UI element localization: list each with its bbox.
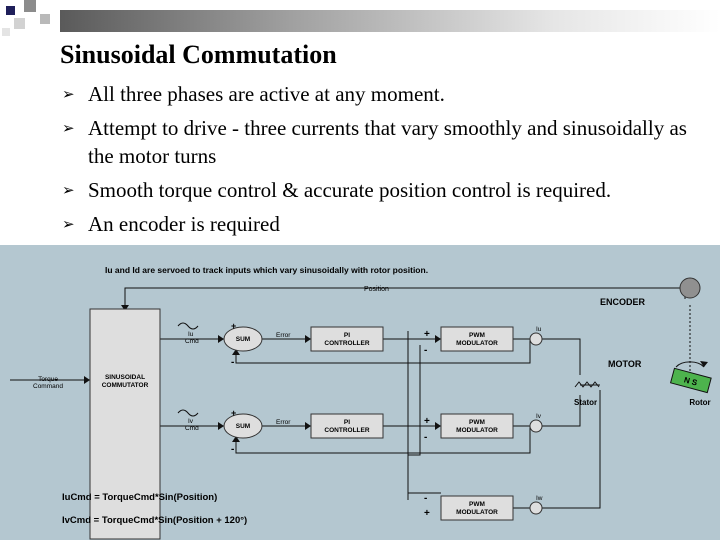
pwm-label-line2: MODULATOR [456,427,498,434]
commutation-diagram: Iu and Id are servoed to track inputs wh… [0,245,720,540]
sum-label: SUM [236,336,250,343]
iv-cmd-label-line2: Cmd [185,425,199,432]
iu-cmd-label-line1: Iu [188,331,194,338]
sinusoidal-commutator-block [89,308,161,540]
error-label: Error [276,332,291,339]
iv-cmd-label-line1: Iv [188,418,194,425]
minus-sign: - [231,444,234,455]
bullet-list: ➢ All three phases are active at any mome… [62,80,712,244]
pi-controller-block-v [310,413,384,439]
torque-command-label-line2: Command [33,383,63,390]
pi-label-line2: CONTROLLER [324,427,369,434]
slide-title: Sinusoidal Commutation [60,40,337,69]
bullet-text: All three phases are active at any momen… [88,82,445,106]
error-label: Error [276,419,291,426]
pi-controller-block-u [310,326,384,352]
equation-iu: IuCmd = TorqueCmd*Sin(Position) [62,492,217,503]
arrow-bullet-icon: ➢ [62,119,75,137]
pi-label-line1: PI [344,419,350,426]
motor-label: MOTOR [608,359,642,369]
pwm-label-line2: MODULATOR [456,340,498,347]
diagram-caption: Iu and Id are servoed to track inputs wh… [105,265,428,275]
pwm-label-line1: PWM [469,419,485,426]
sum-label: SUM [236,423,250,430]
arrow-bullet-icon: ➢ [62,181,75,199]
iu-cmd-label-line2: Cmd [185,338,199,345]
sum-junction-u [223,326,263,352]
minus-sign: - [424,493,427,504]
bullet-text: An encoder is required [88,212,280,236]
torque-command-label-line1: Torque [38,376,58,383]
current-sensor-v [529,419,543,433]
commutator-label-line2: COMMUTATOR [102,382,149,389]
signal-wires [10,287,686,509]
pwm-label-line2: MODULATOR [456,509,498,516]
encoder-label: ENCODER [600,297,646,307]
plus-sign: + [424,329,430,340]
sum-junction-v [223,413,263,439]
arrow-bullet-icon: ➢ [62,85,75,103]
stator-winding-icon [574,381,600,388]
bullet-item: ➢ Attempt to drive - three currents that … [62,114,712,170]
plus-sign: + [231,408,236,418]
pwm-modulator-block-w [440,495,514,521]
plus-sign: + [424,508,430,519]
pwm-label-line1: PWM [469,332,485,339]
iu-current-label: Iu [536,326,542,333]
minus-sign: - [231,357,234,368]
rotation-arrow-icon [675,361,705,368]
encoder-disc-icon [679,277,701,299]
title-gradient-bar [60,10,720,32]
current-sensor-u [529,332,543,346]
commutator-label-line1: SINUSOIDAL [105,374,145,381]
rotation-arrow-head [700,361,708,367]
plus-sign: + [231,321,236,331]
arrow-bullet-icon: ➢ [62,215,75,233]
arrow-heads [84,305,441,442]
sine-wave-icon [177,409,199,417]
position-label: Position [364,286,389,293]
rotor-magnet-icon [669,367,712,394]
rotor-ns-label: N S [683,375,699,387]
pwm-modulator-block-u [440,326,514,352]
sine-wave-icon [177,322,199,330]
bullet-item: ➢ All three phases are active at any mome… [62,80,712,108]
pwm-modulator-block-v [440,413,514,439]
iw-current-label: Iw [536,495,543,502]
minus-sign: - [424,432,427,443]
plus-sign: + [424,416,430,427]
bullet-text: Attempt to drive - three currents that v… [88,116,687,168]
pi-label-line2: CONTROLLER [324,340,369,347]
bullet-text: Smooth torque control & accurate positio… [88,178,612,202]
pwm-label-line1: PWM [469,501,485,508]
bullet-item: ➢ An encoder is required [62,210,712,238]
minus-sign: - [424,345,427,356]
current-sensor-w [529,501,543,515]
pi-label-line1: PI [344,332,350,339]
iv-current-label: Iv [536,413,542,420]
equation-iv: IvCmd = TorqueCmd*Sin(Position + 120°) [62,515,247,526]
title-decoration [0,0,60,40]
stator-label: Stator [574,398,597,407]
rotor-label: Rotor [689,398,710,407]
bullet-item: ➢ Smooth torque control & accurate positi… [62,176,712,204]
